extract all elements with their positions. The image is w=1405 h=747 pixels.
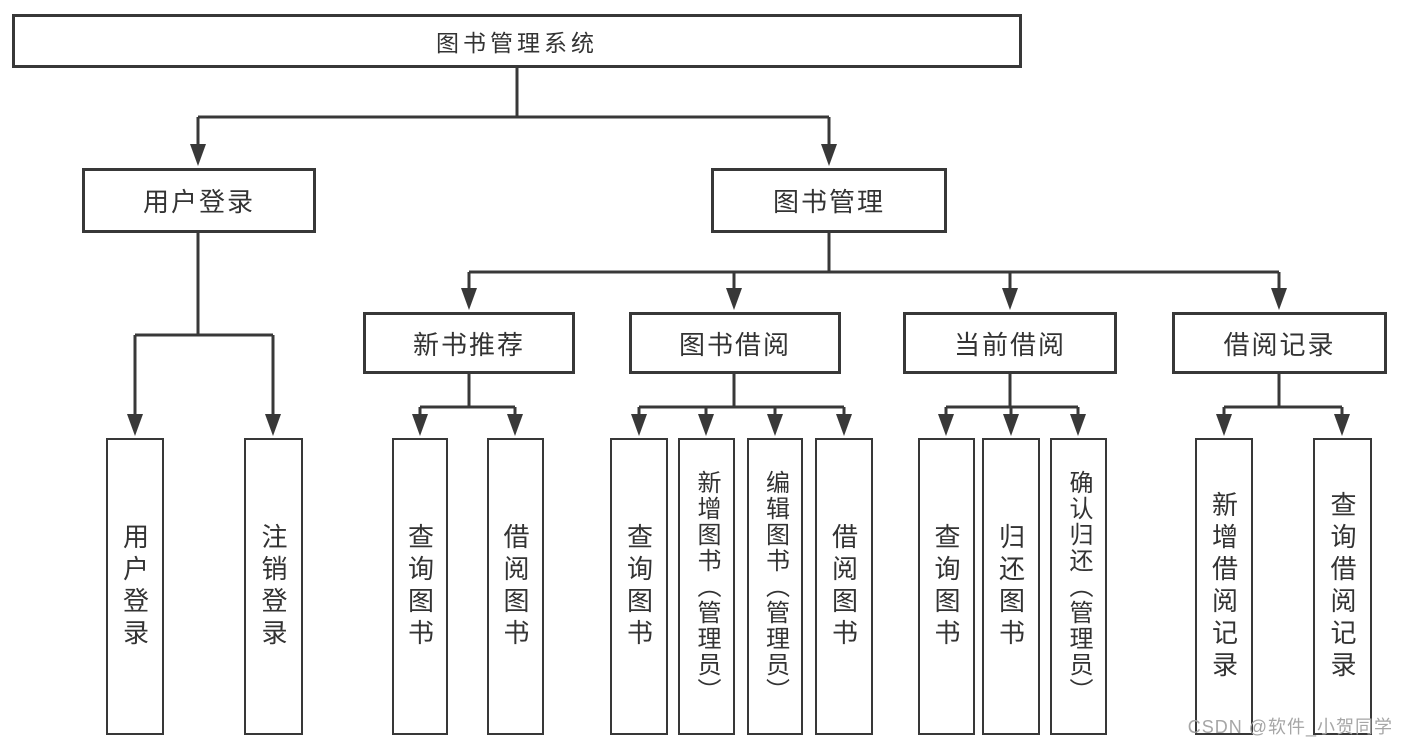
node-label: 当前借阅 — [953, 329, 1066, 360]
leaf-label: 确认归还（管理员） — [1065, 469, 1092, 704]
leaf-add-borrow-record: 新增借阅记录 — [1195, 438, 1253, 735]
csdn-watermark: CSDN @软件_小贺同学 — [1187, 717, 1393, 737]
leaf-edit-books-admin: 编辑图书（管理员） — [747, 438, 803, 735]
leaf-query-books-recommend: 查询图书 — [392, 438, 448, 735]
node-user-login: 用户登录 — [82, 168, 316, 233]
leaf-label: 新增图书（管理员） — [693, 469, 720, 704]
node-label: 借阅记录 — [1223, 329, 1336, 360]
leaf-add-books-admin: 新增图书（管理员） — [678, 438, 735, 735]
leaf-query-books-current: 查询图书 — [918, 438, 975, 735]
leaf-confirm-return-admin: 确认归还（管理员） — [1050, 438, 1107, 735]
leaf-label: 借阅图书 — [828, 522, 859, 651]
leaf-label: 编辑图书（管理员） — [761, 469, 789, 704]
node-label: 图书借阅 — [678, 329, 791, 360]
leaf-logout: 注销登录 — [244, 438, 303, 735]
node-library-management-system: 图书管理系统 — [12, 14, 1022, 68]
leaf-query-borrow-record: 查询借阅记录 — [1313, 438, 1372, 735]
leaf-label: 查询图书 — [931, 522, 961, 651]
leaf-label: 查询图书 — [623, 522, 654, 651]
node-label: 图书管理系统 — [436, 30, 598, 56]
leaf-user-login: 用户登录 — [106, 438, 164, 735]
leaf-return-books: 归还图书 — [982, 438, 1040, 735]
leaf-label: 查询借阅记录 — [1327, 490, 1357, 683]
leaf-label: 用户登录 — [119, 522, 150, 651]
node-label: 图书管理 — [772, 187, 885, 217]
leaf-label: 注销登录 — [258, 522, 288, 651]
leaf-label: 归还图书 — [995, 522, 1026, 651]
leaf-label: 新增借阅记录 — [1208, 490, 1239, 683]
node-book-management: 图书管理 — [711, 168, 947, 233]
leaf-label: 查询图书 — [404, 522, 435, 651]
node-current-borrow: 当前借阅 — [903, 312, 1117, 374]
leaf-label: 借阅图书 — [500, 522, 530, 651]
leaf-borrow-books: 借阅图书 — [815, 438, 873, 735]
leaf-query-books-borrow: 查询图书 — [610, 438, 668, 735]
node-borrow-records: 借阅记录 — [1172, 312, 1387, 374]
node-new-book-recommend: 新书推荐 — [363, 312, 575, 374]
node-book-borrow: 图书借阅 — [629, 312, 841, 374]
node-label: 用户登录 — [142, 187, 255, 217]
leaf-borrow-books-recommend: 借阅图书 — [487, 438, 544, 735]
node-label: 新书推荐 — [412, 329, 525, 360]
